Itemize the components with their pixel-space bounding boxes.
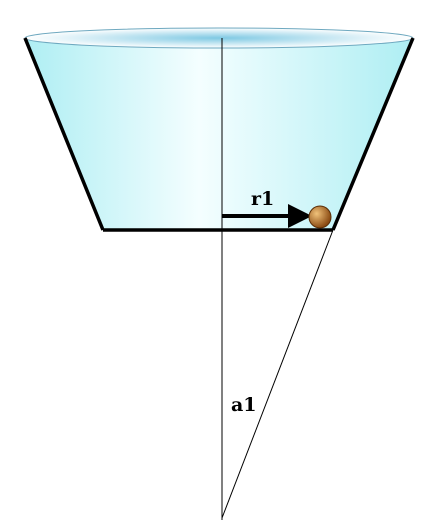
liquid-surface (24, 27, 414, 49)
ball (308, 205, 332, 229)
angle-label: a1 (231, 394, 257, 416)
radius-label: r1 (251, 188, 274, 210)
liquid-body (25, 38, 413, 230)
vessel-left-wall (23, 37, 105, 231)
vessel-right-wall (331, 37, 415, 231)
cone-extension-line (221, 229, 334, 519)
